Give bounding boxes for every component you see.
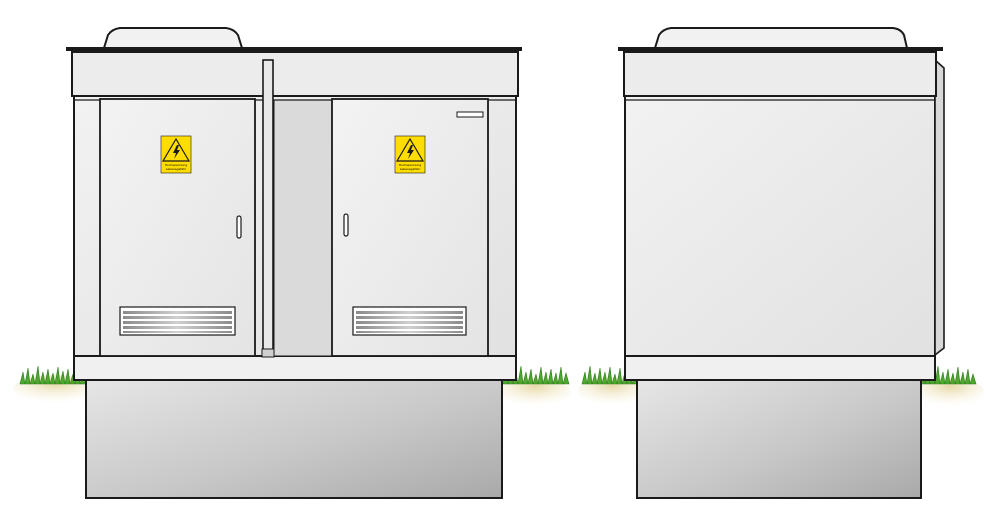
front-base — [85, 379, 503, 499]
left-door-handle — [236, 215, 242, 239]
side-door-edge — [934, 58, 945, 357]
front-plinth — [73, 355, 517, 381]
left-door-vent-grille — [119, 306, 236, 336]
side-plinth — [624, 355, 936, 381]
warning-sign-line-1: Hochspannung — [165, 163, 188, 167]
side-base — [636, 379, 922, 499]
side-view — [578, 27, 984, 499]
front-roof-band — [71, 51, 519, 97]
front-view: Hochspannung Lebensgefahr — [13, 27, 571, 499]
warning-sign-line-2: Lebensgefahr — [166, 167, 187, 171]
side-body — [624, 95, 936, 357]
warning-sign-line-2: Lebensgefahr — [400, 167, 421, 171]
grass-right-front — [499, 365, 571, 406]
high-voltage-icon: Hochspannung Lebensgefahr — [160, 135, 192, 174]
side-roof-vent — [653, 27, 909, 49]
warning-sign-line-1: Hochspannung — [399, 163, 422, 167]
front-roof-vent — [102, 27, 244, 49]
right-door-handle — [343, 213, 349, 237]
front-center-post-foot — [261, 348, 275, 358]
high-voltage-icon: Hochspannung Lebensgefahr — [394, 135, 426, 174]
left-door: Hochspannung Lebensgefahr — [99, 98, 256, 357]
right-door-label-slot — [456, 111, 484, 118]
front-center-post — [262, 59, 274, 357]
side-roof-band — [623, 51, 937, 97]
right-door-vent-grille — [352, 306, 467, 336]
right-door: Hochspannung Lebensgefahr — [331, 98, 489, 357]
front-middle-recess — [273, 99, 333, 357]
